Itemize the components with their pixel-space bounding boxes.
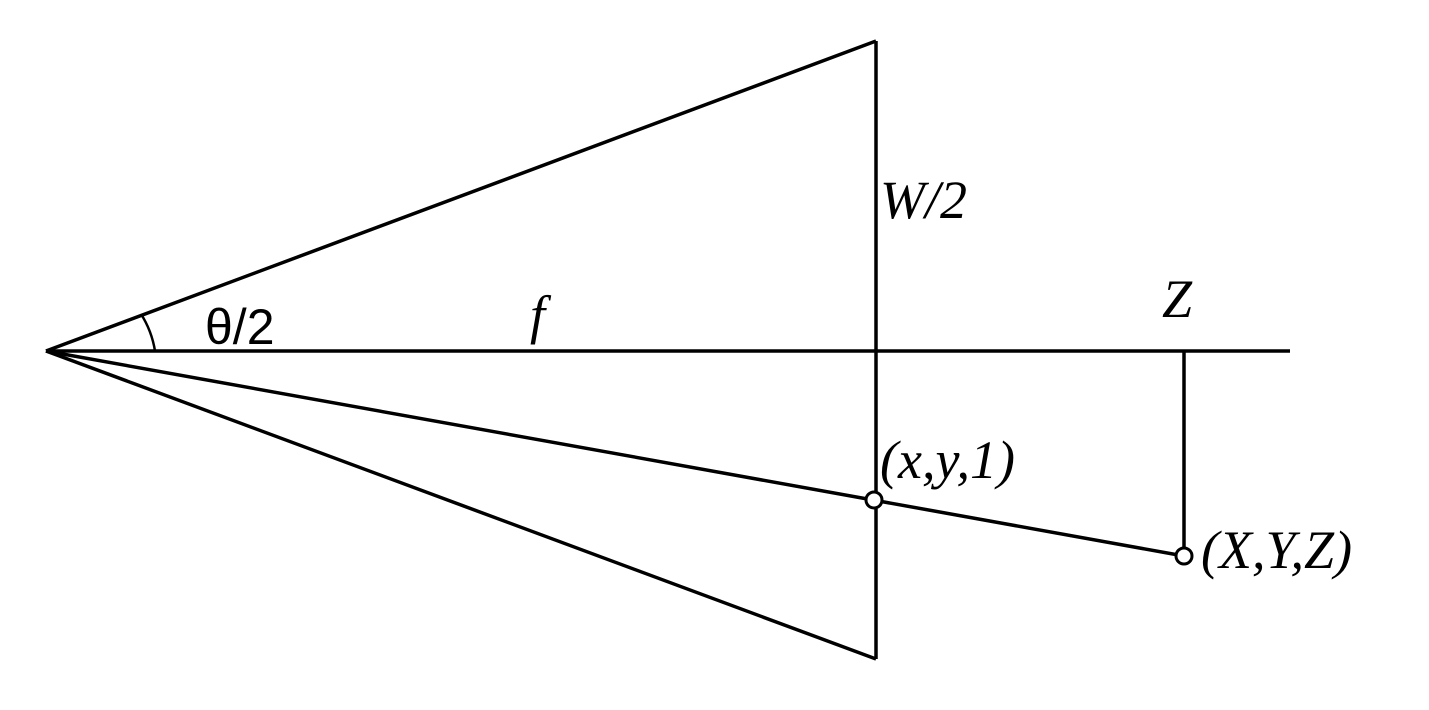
image-point-label: (x,y,1) [880,430,1015,490]
projection-ray-line [45,349,1185,558]
upper-frustum-edge [45,39,877,353]
world-point-marker [1174,546,1194,566]
world-point-label: (X,Y,Z) [1201,520,1352,580]
half-width-label: W/2 [880,170,967,230]
lower-frustum-edge [45,349,877,661]
image-point-marker [864,490,884,510]
angle-label: θ/2 [205,299,275,355]
angle-arc [139,313,157,352]
focal-length-label: f [530,285,552,345]
depth-label: Z [1162,269,1193,329]
